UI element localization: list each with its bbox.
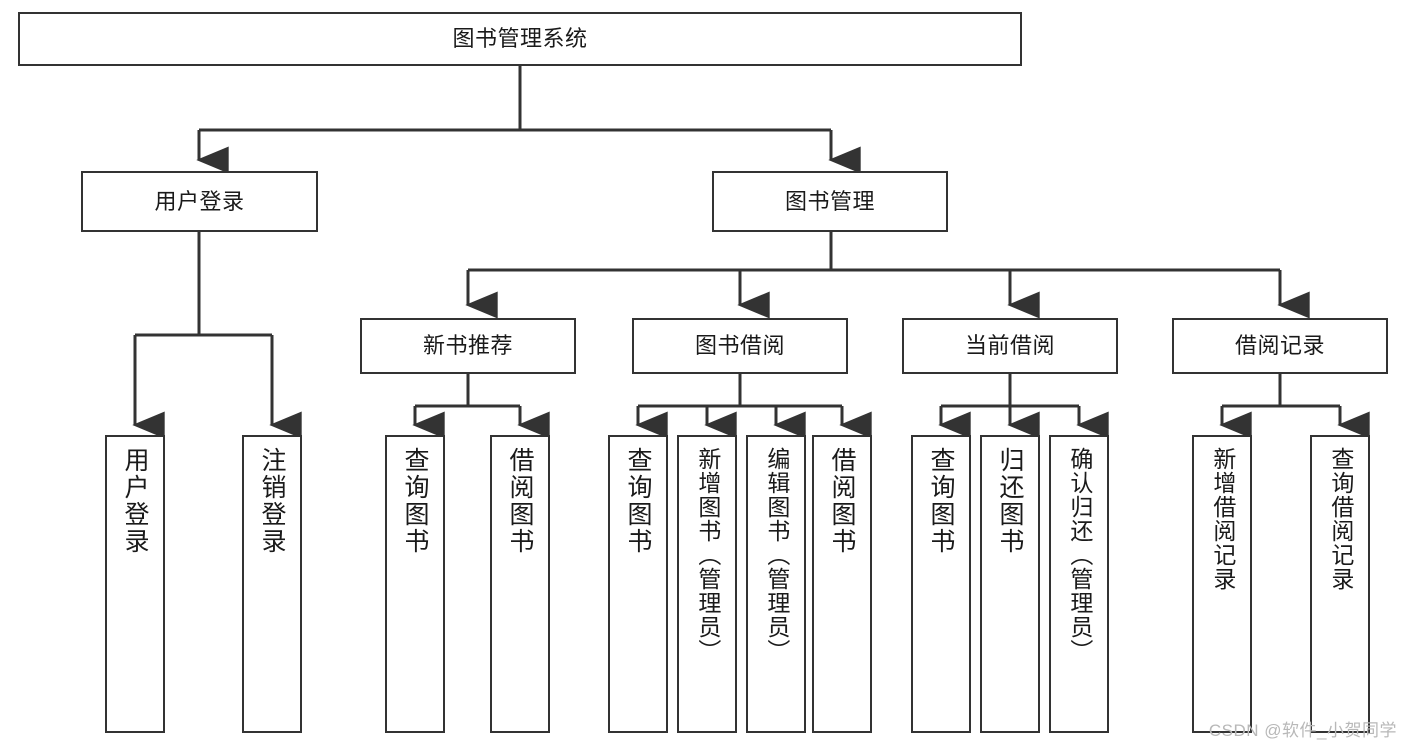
- leaf-record-add-record[interactable]: 新增借阅记录: [1192, 435, 1252, 733]
- node-label: 查询图书: [624, 447, 652, 555]
- node-label: 用户登录: [121, 447, 149, 555]
- node-label: 借阅记录: [1234, 333, 1325, 359]
- leaf-borrow-edit-book-admin[interactable]: 编辑图书（管理员）: [746, 435, 806, 733]
- leaf-user-logout[interactable]: 注销登录: [242, 435, 302, 733]
- leaf-user-login[interactable]: 用户登录: [105, 435, 165, 733]
- leaf-borrow-add-book-admin[interactable]: 新增图书（管理员）: [677, 435, 737, 733]
- node-borrow-record[interactable]: 借阅记录: [1172, 318, 1388, 374]
- node-book-borrow[interactable]: 图书借阅: [632, 318, 848, 374]
- node-label: 新增图书（管理员）: [694, 447, 721, 663]
- node-book-management[interactable]: 图书管理: [712, 171, 948, 232]
- leaf-recommend-borrow-book[interactable]: 借阅图书: [490, 435, 550, 733]
- node-label: 查询借阅记录: [1327, 447, 1354, 591]
- node-label: 借阅图书: [506, 447, 534, 555]
- node-user-login[interactable]: 用户登录: [81, 171, 318, 232]
- node-label: 图书管理: [784, 188, 875, 214]
- node-label: 查询图书: [401, 447, 429, 555]
- node-label: 归还图书: [996, 447, 1024, 555]
- node-root-system[interactable]: 图书管理系统: [18, 12, 1022, 66]
- node-label: 图书管理系统: [452, 26, 588, 52]
- node-label: 新增借阅记录: [1209, 447, 1236, 591]
- leaf-borrow-query-book[interactable]: 查询图书: [608, 435, 668, 733]
- leaf-current-return-book[interactable]: 归还图书: [980, 435, 1040, 733]
- node-label: 查询图书: [927, 447, 955, 555]
- node-label: 编辑图书（管理员）: [763, 447, 790, 663]
- node-label: 当前借阅: [964, 333, 1055, 359]
- node-label: 用户登录: [154, 188, 245, 214]
- node-label: 借阅图书: [828, 447, 856, 555]
- leaf-borrow-borrow-book[interactable]: 借阅图书: [812, 435, 872, 733]
- node-label: 新书推荐: [422, 333, 513, 359]
- node-label: 图书借阅: [694, 333, 785, 359]
- leaf-current-query-book[interactable]: 查询图书: [911, 435, 971, 733]
- node-label: 确认归还（管理员）: [1066, 447, 1093, 663]
- node-label: 注销登录: [258, 447, 286, 555]
- leaf-recommend-query-book[interactable]: 查询图书: [385, 435, 445, 733]
- node-new-book-recommend[interactable]: 新书推荐: [360, 318, 576, 374]
- leaf-current-confirm-return-admin[interactable]: 确认归还（管理员）: [1049, 435, 1109, 733]
- node-current-borrow[interactable]: 当前借阅: [902, 318, 1118, 374]
- csdn-watermark: CSDN @软件_小贺同学: [1208, 721, 1397, 740]
- leaf-record-query-record[interactable]: 查询借阅记录: [1310, 435, 1370, 733]
